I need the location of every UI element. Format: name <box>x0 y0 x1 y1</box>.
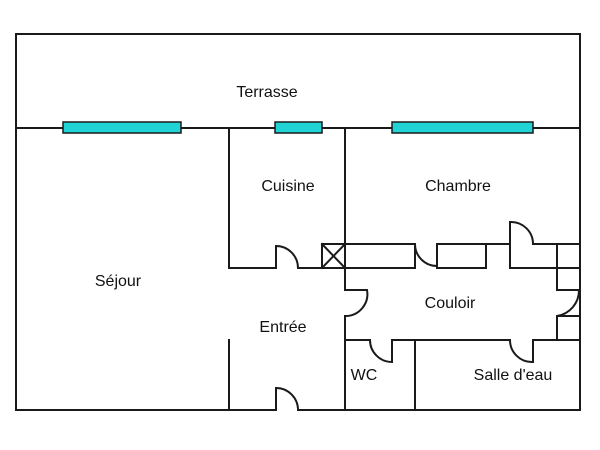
label-chambre: Chambre <box>425 178 491 195</box>
door-cuisine <box>275 244 299 269</box>
door-wc <box>369 339 393 364</box>
label-entree: Entrée <box>259 319 306 336</box>
door-couloir <box>344 289 369 318</box>
window-chambre <box>391 121 534 134</box>
label-salle-deau: Salle d'eau <box>474 367 553 384</box>
outer-wall <box>15 33 581 411</box>
label-wc: WC <box>351 367 378 384</box>
label-cuisine: Cuisine <box>261 178 314 195</box>
label-couloir: Couloir <box>425 295 476 312</box>
label-sejour: Séjour <box>95 273 142 290</box>
door-closet-right <box>556 289 581 317</box>
window-sejour <box>62 121 182 134</box>
window-cuisine <box>274 121 323 134</box>
door-closet-chambre <box>414 243 438 268</box>
shaft-cross-b <box>320 242 347 270</box>
door-entree <box>275 386 299 411</box>
label-terrasse: Terrasse <box>236 84 297 101</box>
door-salle-deau <box>508 339 534 364</box>
door-chambre <box>509 220 535 245</box>
technical-shaft <box>321 243 346 269</box>
